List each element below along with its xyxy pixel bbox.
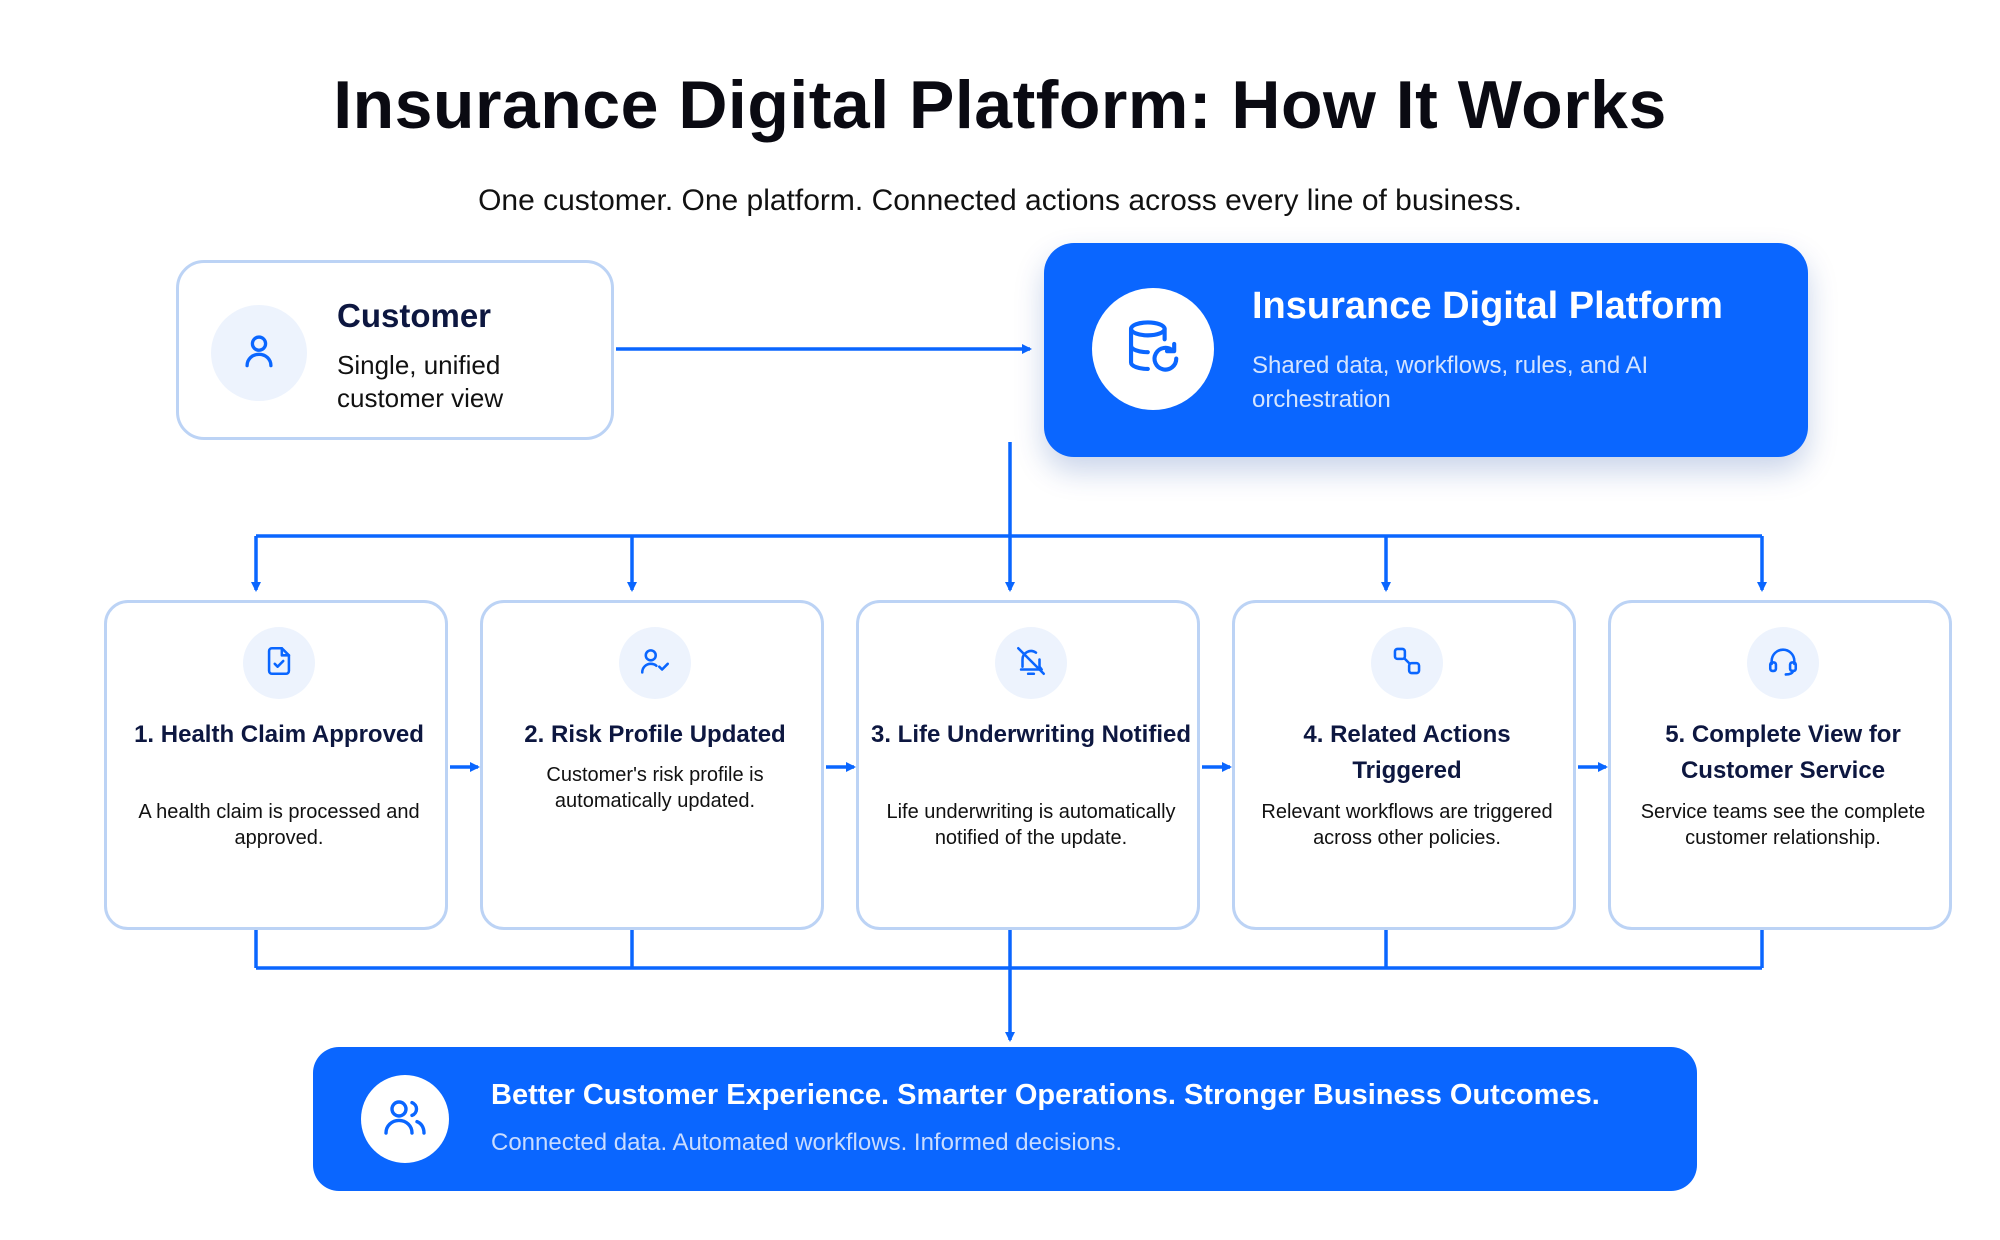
user-icon (237, 329, 281, 378)
customer-title: Customer (337, 297, 492, 334)
step-title: 4. Related Actions Triggered (1303, 721, 1511, 784)
bell-off-icon (1014, 644, 1048, 683)
step-card-related-actions: 4. Related Actions Triggered Relevant wo… (1232, 600, 1576, 930)
outcome-banner: Better Customer Experience. Smarter Oper… (313, 1047, 1697, 1191)
step-title: 5. Complete View for Customer Service (1665, 721, 1901, 784)
page-subtitle: One customer. One platform. Connected ac… (478, 184, 1522, 217)
customer-description: Single, unified customer view (337, 350, 504, 413)
headset-icon (1766, 644, 1800, 683)
page-title: Insurance Digital Platform: How It Works (333, 67, 1667, 143)
step-icon-badge (243, 627, 315, 699)
platform-title: Insurance Digital Platform (1252, 285, 1723, 327)
step-card-complete-view: 5. Complete View for Customer Service Se… (1608, 600, 1952, 930)
database-sync-icon (1122, 316, 1184, 383)
step-description: Relevant workflows are triggered across … (1261, 801, 1553, 849)
file-check-icon (262, 644, 296, 683)
step-icon-badge (1747, 627, 1819, 699)
step-description: Service teams see the complete customer … (1640, 801, 1926, 849)
user-check-icon (638, 644, 672, 683)
step-description: Customer's risk profile is automatically… (546, 764, 764, 812)
outcome-headline: Better Customer Experience. Smarter Oper… (491, 1079, 1600, 1111)
customer-card: Customer Single, unified customer view (176, 260, 614, 440)
platform-description: Shared data, workflows, rules, and AI or… (1252, 352, 1649, 413)
platform-icon-badge (1092, 288, 1214, 410)
step-card-risk-profile: 2. Risk Profile Updated Customer's risk … (480, 600, 824, 930)
outcome-icon-badge (361, 1075, 449, 1163)
step-description: A health claim is processed and approved… (138, 801, 420, 849)
step-description: Life underwriting is automatically notif… (886, 801, 1176, 849)
users-icon (381, 1093, 429, 1146)
step-icon-badge (995, 627, 1067, 699)
step-title: 3. Life Underwriting Notified (871, 721, 1192, 748)
step-card-life-underwriting: 3. Life Underwriting Notified Life under… (856, 600, 1200, 930)
step-title: 1. Health Claim Approved (134, 721, 424, 748)
step-icon-badge (1371, 627, 1443, 699)
step-card-health-claim: 1. Health Claim Approved A health claim … (104, 600, 448, 930)
platform-card: Insurance Digital Platform Shared data, … (1044, 243, 1808, 457)
workflow-icon (1390, 644, 1424, 683)
step-title: 2. Risk Profile Updated (524, 721, 786, 748)
outcome-subtext: Connected data. Automated workflows. Inf… (491, 1129, 1123, 1156)
customer-icon-badge (211, 305, 307, 401)
step-icon-badge (619, 627, 691, 699)
